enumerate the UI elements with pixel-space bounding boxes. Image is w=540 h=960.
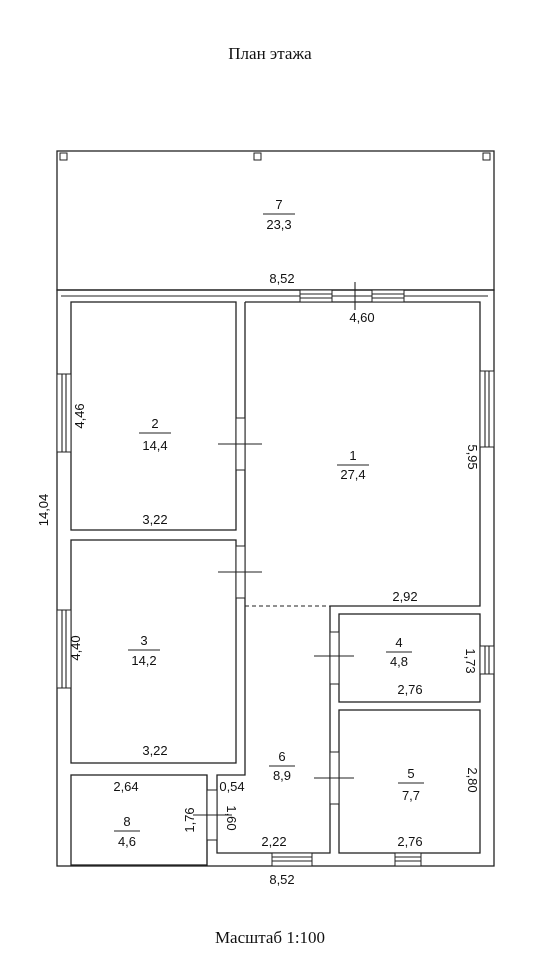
svg-text:4: 4 xyxy=(395,635,402,650)
doors xyxy=(193,282,356,841)
dim-room6-small: 0,54 xyxy=(219,779,244,794)
room-label-5: 5 7,7 xyxy=(398,766,424,803)
room-label-2: 2 14,4 xyxy=(139,416,171,453)
dim-room3-width: 3,22 xyxy=(142,743,167,758)
svg-text:5: 5 xyxy=(407,766,414,781)
dim-room6-height: 1,60 xyxy=(224,805,239,830)
svg-text:14,4: 14,4 xyxy=(142,438,167,453)
dim-total-height: 14,04 xyxy=(36,494,51,527)
plan-title: План этажа xyxy=(228,44,312,63)
dim-room8-width: 2,64 xyxy=(113,779,138,794)
svg-text:6: 6 xyxy=(278,749,285,764)
scale-label: Масштаб 1:100 xyxy=(214,928,326,947)
room-label-4: 4 4,8 xyxy=(386,635,412,669)
dim-room2-width: 3,22 xyxy=(142,512,167,527)
svg-text:7,7: 7,7 xyxy=(402,788,420,803)
dim-room1-height: 5,95 xyxy=(465,444,480,469)
dim-room1-lower-width: 2,92 xyxy=(392,589,417,604)
dim-room1-width: 4,60 xyxy=(349,310,374,325)
svg-text:1: 1 xyxy=(349,448,356,463)
svg-text:8,9: 8,9 xyxy=(273,768,291,783)
svg-text:3: 3 xyxy=(140,633,147,648)
svg-text:27,4: 27,4 xyxy=(340,467,365,482)
room-label-1: 1 27,4 xyxy=(337,448,369,482)
svg-text:23,3: 23,3 xyxy=(266,217,291,232)
room-label-7: 7 23,3 xyxy=(263,197,295,232)
room-label-3: 3 14,2 xyxy=(128,633,160,668)
svg-text:7: 7 xyxy=(275,197,282,212)
post-marker xyxy=(59,152,68,161)
dim-room8-height: 1,76 xyxy=(182,807,197,832)
dim-room5-width: 2,76 xyxy=(397,834,422,849)
room-1-outline xyxy=(244,301,481,607)
room-5-outline xyxy=(338,709,481,854)
room-label-8: 8 4,6 xyxy=(114,814,140,849)
windows xyxy=(56,289,495,867)
dim-top-width: 8,52 xyxy=(269,271,294,286)
dim-room2-height: 4,46 xyxy=(72,403,87,428)
dim-room4-height: 1,73 xyxy=(463,648,478,673)
svg-text:8: 8 xyxy=(123,814,130,829)
room-label-6: 6 8,9 xyxy=(269,749,295,783)
post-marker xyxy=(482,152,491,161)
svg-text:4,8: 4,8 xyxy=(390,654,408,669)
dim-room5-height: 2,80 xyxy=(465,767,480,792)
dim-room4-width: 2,76 xyxy=(397,682,422,697)
dim-room6-width: 2,22 xyxy=(261,834,286,849)
dim-room3-height: 4,40 xyxy=(68,635,83,660)
svg-text:2: 2 xyxy=(151,416,158,431)
svg-text:14,2: 14,2 xyxy=(131,653,156,668)
room-3-outline xyxy=(70,539,237,764)
svg-text:4,6: 4,6 xyxy=(118,834,136,849)
dim-bottom-width: 8,52 xyxy=(269,872,294,887)
post-marker xyxy=(253,152,262,161)
